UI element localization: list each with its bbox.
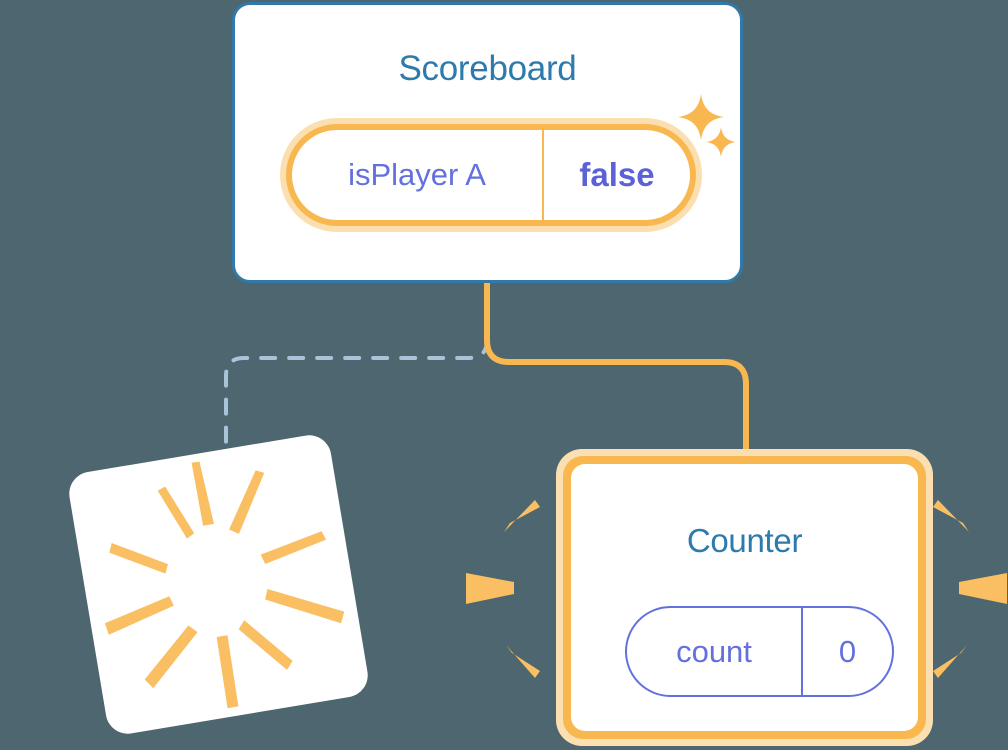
- scoreboard-title: Scoreboard: [398, 49, 577, 88]
- burst-ray-icon: [466, 573, 514, 604]
- burst-ray-icon: [157, 486, 195, 539]
- scoreboard-pill-divider: [542, 130, 544, 220]
- burst-card: [65, 431, 372, 738]
- burst-ray-icon: [109, 543, 168, 574]
- counter-left-ray-group: [466, 500, 540, 678]
- counter-card-face: Counter count 0: [571, 464, 918, 731]
- burst-ray-icon: [191, 461, 214, 526]
- burst-ray-icon: [265, 588, 345, 624]
- counter-title: Counter: [686, 522, 803, 559]
- scoreboard-pill-key: isPlayer A: [348, 157, 486, 192]
- burst-ray-icon: [506, 645, 540, 678]
- burst-ray-icon: [959, 573, 1007, 604]
- burst-ray-icon: [144, 625, 198, 689]
- counter-card-inner-ring: Counter count 0: [563, 456, 926, 739]
- sparkle-four-point-icon: [706, 127, 736, 157]
- counter-pill-key: count: [676, 633, 752, 669]
- burst-ray-icon: [933, 645, 967, 678]
- sparkle-four-point-icon: [678, 94, 724, 140]
- counter-pill-value: 0: [838, 633, 857, 669]
- scoreboard-pill-inner-ring: isPlayer A false: [286, 124, 696, 226]
- burst-ray-icon: [504, 500, 540, 532]
- solid-connector-path: [484, 281, 749, 462]
- burst-ray-icon: [104, 596, 174, 635]
- burst-ray-icon: [238, 620, 293, 670]
- burst-ray-group: [104, 461, 345, 709]
- scoreboard-card[interactable]: Scoreboard isPlayer A false: [232, 2, 743, 283]
- counter-state-pill[interactable]: count 0: [625, 606, 894, 697]
- scoreboard-state-pill[interactable]: isPlayer A false: [280, 118, 702, 232]
- scoreboard-pill-value: false: [579, 156, 655, 193]
- burst-ray-icon: [216, 635, 239, 709]
- counter-pill-divider: [801, 608, 803, 695]
- counter-card[interactable]: Counter count 0: [556, 449, 933, 746]
- burst-ray-icon: [260, 531, 327, 565]
- burst-ray-icon: [229, 470, 265, 534]
- counter-right-ray-group: [933, 500, 1007, 678]
- scoreboard-pill-face: isPlayer A false: [292, 130, 690, 220]
- burst-ray-icon: [933, 500, 969, 532]
